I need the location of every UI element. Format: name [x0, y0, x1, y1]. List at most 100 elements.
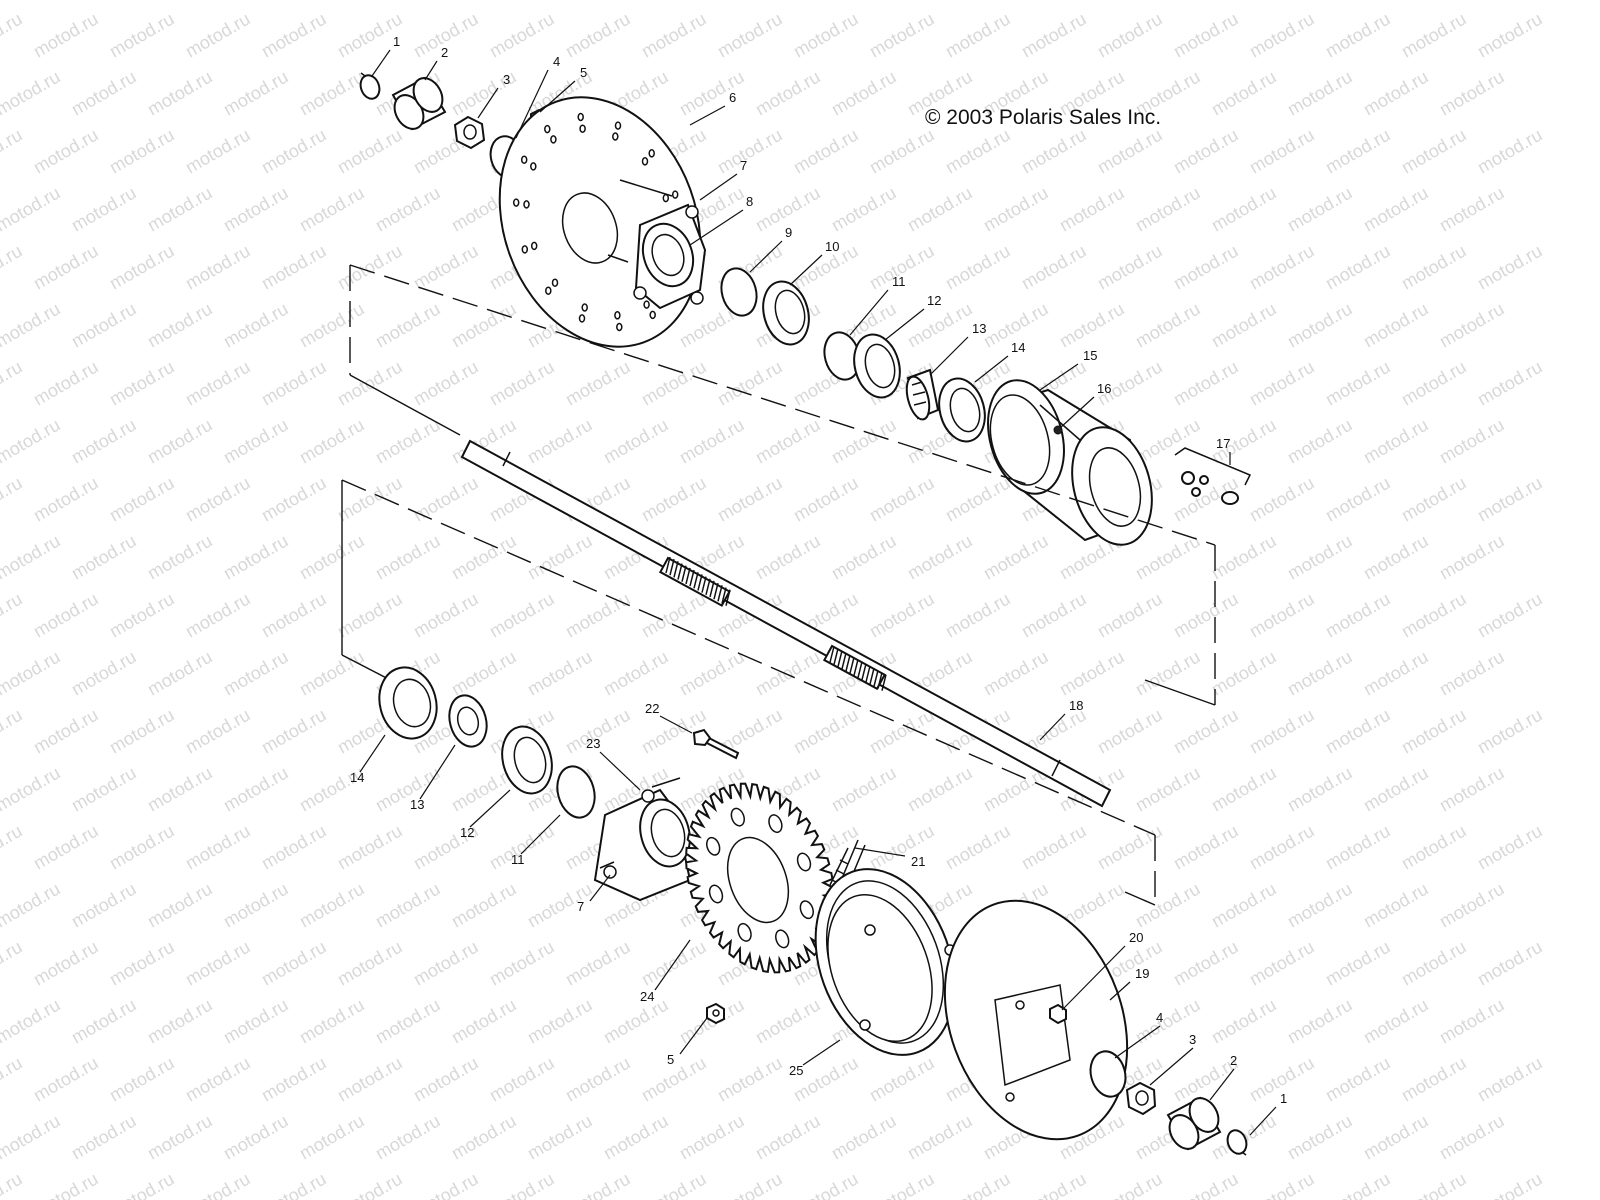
watermark-text: motod.ru — [144, 67, 216, 120]
axle-spline-line — [853, 659, 859, 676]
watermark-text: motod.ru — [638, 589, 710, 642]
watermark-text: motod.ru — [562, 9, 634, 62]
watermark-text: motod.ru — [220, 763, 292, 816]
watermark-text: motod.ru — [0, 821, 26, 874]
watermark-text: motod.ru — [1436, 0, 1508, 3]
watermark-text: motod.ru — [1360, 67, 1432, 120]
watermark-text: motod.ru — [866, 821, 938, 874]
watermark-text: motod.ru — [30, 821, 102, 874]
watermark-text: motod.ru — [0, 125, 26, 178]
watermark-text: motod.ru — [0, 357, 26, 410]
watermark-text: motod.ru — [258, 473, 330, 526]
watermark-text: motod.ru — [144, 531, 216, 584]
watermark-text: motod.ru — [1246, 1169, 1318, 1200]
axle-spline-line — [881, 674, 887, 691]
axle-spline-line — [689, 569, 695, 587]
part-snap-ring-upper — [359, 72, 381, 100]
watermark-text: motod.ru — [790, 473, 862, 526]
watermark-text: motod.ru — [1436, 67, 1508, 120]
watermark-text: motod.ru — [410, 937, 482, 990]
watermark-text: motod.ru — [1474, 705, 1546, 758]
watermark-text: motod.ru — [334, 1169, 406, 1200]
callout-20: 20 — [1129, 930, 1143, 945]
watermark-text: motod.ru — [1056, 183, 1128, 236]
watermark-text: motod.ru — [1436, 531, 1508, 584]
watermark-text: motod.ru — [182, 705, 254, 758]
watermark-text: motod.ru — [1474, 937, 1546, 990]
axle-spline-line — [873, 670, 879, 687]
watermark-text: motod.ru — [258, 821, 330, 874]
part-snap-ring-lower — [1226, 1129, 1248, 1156]
watermark-text: motod.ru — [30, 589, 102, 642]
watermark-text: motod.ru — [1474, 241, 1546, 294]
watermark-text: motod.ru — [182, 241, 254, 294]
watermark-text: motod.ru — [752, 0, 824, 3]
callout-4-upper: 4 — [553, 54, 560, 69]
callout-19: 19 — [1135, 966, 1149, 981]
leader-line — [359, 734, 386, 773]
part-seal-upper — [762, 280, 810, 346]
part-bearing-cup-lower — [378, 666, 438, 740]
watermark-text: motod.ru — [600, 647, 672, 700]
leader-line — [520, 814, 561, 855]
part-castle-nut-upper — [453, 115, 486, 150]
leader-line — [477, 87, 499, 119]
sprocket-lightening-hole — [730, 807, 745, 827]
axle-spline-line — [849, 657, 855, 674]
watermark-text: motod.ru — [106, 473, 178, 526]
disc-hole — [662, 193, 670, 203]
watermark-text: motod.ru — [1398, 125, 1470, 178]
copyright-notice: © 2003 Polaris Sales Inc. — [925, 106, 1161, 129]
part-ring-lower — [556, 765, 596, 819]
watermark-text: motod.ru — [372, 1111, 444, 1164]
watermark-text: motod.ru — [1018, 1169, 1090, 1200]
watermark-text: motod.ru — [68, 67, 140, 120]
watermark-text: motod.ru — [600, 0, 672, 3]
watermark-text: motod.ru — [904, 183, 976, 236]
part-bearing-race-upper — [853, 333, 901, 399]
callout-7-lower: 7 — [577, 899, 584, 914]
leader-line — [749, 240, 783, 273]
watermark-text: motod.ru — [1208, 995, 1280, 1048]
leader-line — [1061, 945, 1126, 1011]
watermark-text: motod.ru — [372, 995, 444, 1048]
watermark-text: motod.ru — [1398, 357, 1470, 410]
watermark-text: motod.ru — [828, 67, 900, 120]
disc-hole — [530, 162, 537, 171]
watermark-text: motod.ru — [106, 1053, 178, 1106]
watermark-text: motod.ru — [220, 299, 292, 352]
watermark-text: motod.ru — [980, 647, 1052, 700]
watermark-text: motod.ru — [182, 937, 254, 990]
watermark-text: motod.ru — [144, 183, 216, 236]
disc-hole — [578, 314, 586, 323]
watermark-text: motod.ru — [1284, 1111, 1356, 1164]
axle-spline-line — [837, 650, 843, 667]
watermark-text: motod.ru — [1170, 821, 1242, 874]
watermark-text: motod.ru — [524, 879, 596, 932]
disc-hole — [581, 303, 588, 312]
part-bearing-cup-upper — [938, 377, 986, 443]
watermark-text: motod.ru — [1360, 0, 1432, 3]
watermark-text: motod.ru — [30, 937, 102, 990]
axle-spline-line — [681, 565, 687, 582]
watermark-text: motod.ru — [0, 241, 26, 294]
watermark-text: motod.ru — [0, 1053, 26, 1106]
part-bearing-race-lower — [501, 725, 553, 795]
axle-spline-line — [717, 585, 723, 602]
watermark-text: motod.ru — [372, 763, 444, 816]
watermark-text: motod.ru — [220, 531, 292, 584]
watermark-text: motod.ru — [220, 0, 292, 3]
watermark-text: motod.ru — [106, 937, 178, 990]
watermark-text: motod.ru — [1284, 763, 1356, 816]
watermark-text: motod.ru — [1398, 705, 1470, 758]
watermark-text: motod.ru — [0, 183, 64, 236]
watermark-text: motod.ru — [714, 9, 786, 62]
sprocket-lightening-hole — [737, 922, 752, 942]
disc-hole — [523, 200, 530, 209]
watermark-text: motod.ru — [1474, 1053, 1546, 1106]
leader-line — [419, 744, 456, 800]
callout-5-lower: 5 — [667, 1052, 674, 1067]
watermark-text: motod.ru — [296, 995, 368, 1048]
watermark-text: motod.ru — [1436, 995, 1508, 1048]
